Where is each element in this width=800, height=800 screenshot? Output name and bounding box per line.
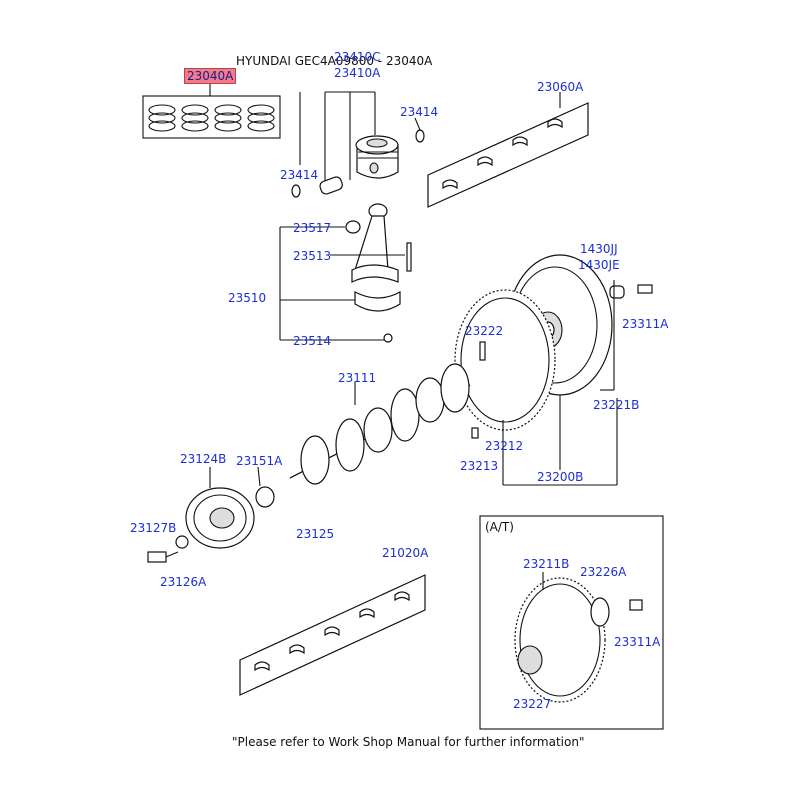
part-23200B[interactable]: 23200B <box>537 470 584 484</box>
part-23222[interactable]: 23222 <box>465 324 504 338</box>
part-23212[interactable]: 23212 <box>485 439 524 453</box>
page-title: HYUNDAI GEC4A09800 - 23040A <box>236 54 433 68</box>
part-23410A[interactable]: 23410A <box>334 66 381 80</box>
part-23111[interactable]: 23111 <box>338 371 377 385</box>
part-23414-right[interactable]: 23414 <box>400 105 439 119</box>
at-box-title: (A/T) <box>485 520 514 534</box>
part-23227[interactable]: 23227 <box>513 697 552 711</box>
part-23213[interactable]: 23213 <box>460 459 499 473</box>
part-23125[interactable]: 23125 <box>296 527 335 541</box>
part-23226A[interactable]: 23226A <box>580 565 627 579</box>
piston <box>291 129 425 198</box>
part-23513[interactable]: 23513 <box>293 249 332 263</box>
connecting-rod <box>279 203 412 343</box>
main-bearings-lower <box>239 574 426 696</box>
part-1430JJ[interactable]: 1430JJ <box>580 242 618 256</box>
damper-pulley <box>147 466 275 563</box>
part-23510[interactable]: 23510 <box>228 291 267 305</box>
part-23060A[interactable]: 23060A <box>537 80 584 94</box>
main-bearings-upper <box>427 92 589 208</box>
piston-rings <box>142 82 281 139</box>
part-23311A-flywheel-bolt[interactable]: 23311A <box>622 317 669 331</box>
part-23414-left[interactable]: 23414 <box>280 168 319 182</box>
part-23221B[interactable]: 23221B <box>593 398 640 412</box>
part-23517[interactable]: 23517 <box>293 221 332 235</box>
part-23151A[interactable]: 23151A <box>236 454 283 468</box>
ring-gear <box>454 289 618 486</box>
at-box <box>479 515 664 730</box>
part-23124B[interactable]: 23124B <box>180 452 227 466</box>
part-1430JE[interactable]: 1430JE <box>578 258 620 272</box>
part-23127B[interactable]: 23127B <box>130 521 177 535</box>
part-23211B[interactable]: 23211B <box>523 557 570 571</box>
crankshaft <box>289 363 479 485</box>
part-21020A[interactable]: 21020A <box>382 546 429 560</box>
part-23514[interactable]: 23514 <box>293 334 332 348</box>
piston-leaders <box>299 91 421 185</box>
footer-note: "Please refer to Work Shop Manual for fu… <box>232 735 585 749</box>
part-23311A-at-bolt[interactable]: 23311A <box>614 635 661 649</box>
selected-part-label[interactable]: 23040A <box>184 68 237 84</box>
part-23410C[interactable]: 23410C <box>334 50 381 64</box>
part-23126A[interactable]: 23126A <box>160 575 207 589</box>
